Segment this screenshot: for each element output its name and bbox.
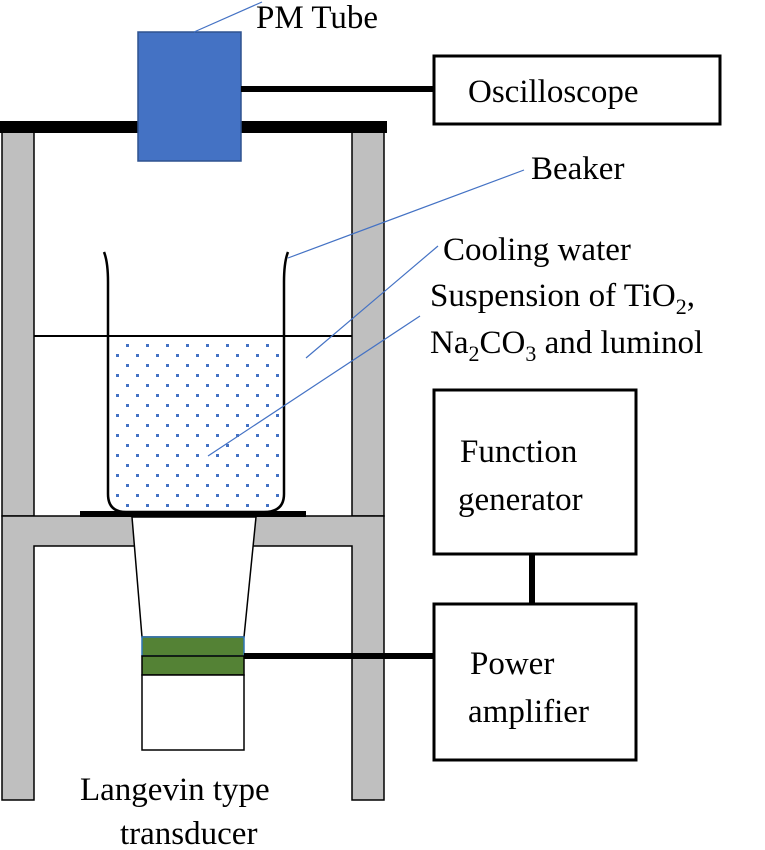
frame-left-post-upper [1, 129, 35, 517]
cooling-water-leader [305, 245, 439, 359]
pm-tube [137, 31, 242, 162]
transducer-horn [131, 516, 257, 638]
frame-crossbar [1, 515, 137, 801]
suspension-line2-a: Na [430, 325, 469, 361]
function-generator-label-line1: Function [460, 434, 577, 470]
transducer-backing [141, 674, 245, 751]
suspension-line1-sub: 2 [676, 294, 687, 319]
frame-right-post-upper [351, 129, 385, 517]
function-generator-label-line2: generator [458, 482, 583, 518]
beaker-plate [80, 511, 306, 517]
beaker-leader [287, 169, 525, 259]
beaker-label: Beaker [531, 151, 624, 187]
suspension-line2-b: CO [479, 325, 525, 361]
pm-tube-leader [193, 1, 263, 33]
transducer-piezo-upper [141, 636, 245, 657]
suspension-leader [207, 315, 421, 457]
suspension-line2-c: and luminol [536, 325, 703, 361]
langevin-transducer [131, 516, 257, 751]
suspension-line1-prefix: Suspension of TiO [430, 278, 676, 314]
power-amplifier-box [432, 602, 638, 762]
function-generator-box [432, 388, 638, 556]
suspension-fill [110, 338, 282, 510]
suspension-line2-sub1: 2 [468, 341, 479, 366]
transducer-label-line1: Langevin type [80, 772, 270, 808]
suspension-line1-suffix: , [687, 278, 695, 314]
oscilloscope-box [432, 54, 722, 126]
suspension-label-line1: Suspension of TiO2, [430, 278, 695, 319]
pm-tube-label: PM Tube [256, 0, 378, 36]
cooling-water-label: Cooling water [443, 232, 631, 268]
transducer-label-line2: transducer [120, 816, 257, 850]
power-amplifier-label-line2: amplifier [468, 694, 589, 730]
transducer-piezo-lower [141, 655, 245, 676]
suspension-line2-sub2: 3 [525, 341, 536, 366]
power-amplifier-label-line1: Power [470, 646, 554, 682]
leader-lines [193, 1, 525, 457]
beaker [102, 251, 290, 514]
oscilloscope-label: Oscilloscope [468, 74, 638, 110]
suspension-label-line2: Na2CO3 and luminol [430, 325, 703, 366]
